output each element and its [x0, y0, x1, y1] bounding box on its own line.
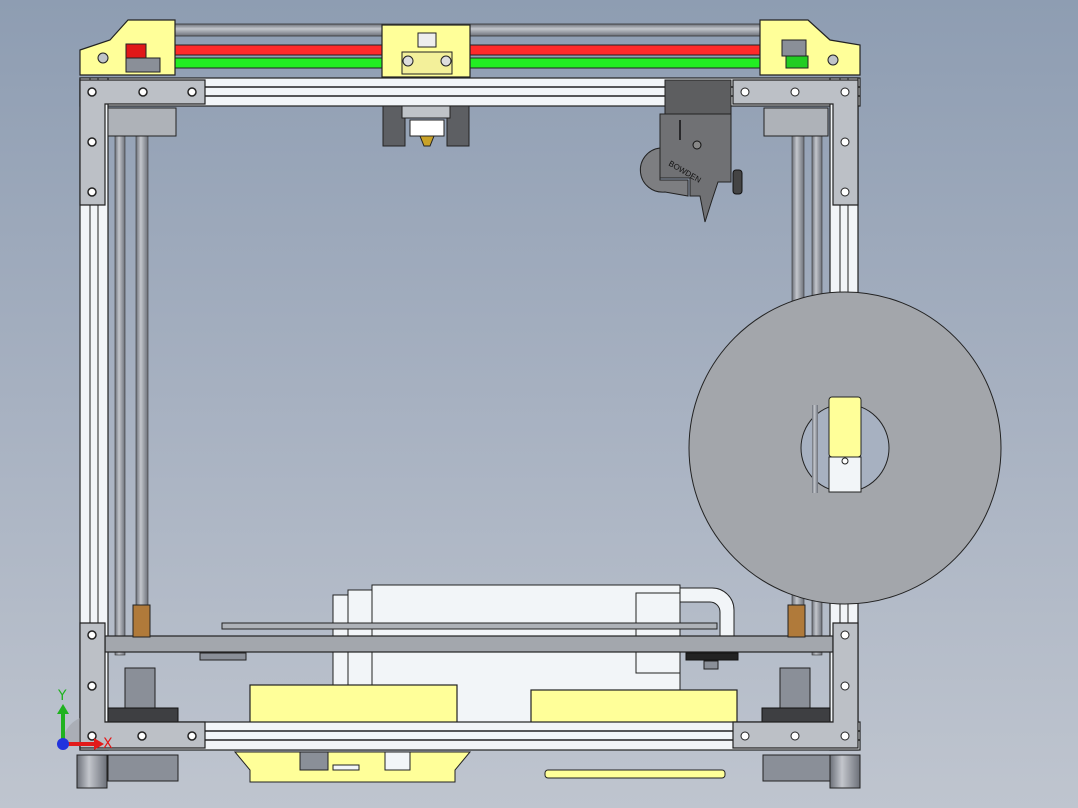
- bracket-bottom-left: [79, 622, 206, 749]
- z-axis-dot: [57, 738, 69, 750]
- right-corner-idler: [759, 19, 861, 76]
- left-corner-idler: [79, 19, 176, 76]
- x-axis-label: X: [103, 736, 113, 752]
- bottom-motors-and-feet: [76, 751, 861, 789]
- z-bushings: [132, 604, 806, 638]
- bracket-top-left: [79, 79, 206, 206]
- filament-spool: [688, 291, 1002, 605]
- y-axis-label: Y: [57, 688, 67, 704]
- hotend: [382, 105, 470, 147]
- bracket-top-right: [732, 79, 859, 206]
- bowden-extruder: BOWDEN: [639, 79, 743, 223]
- bracket-bottom-right: [732, 622, 859, 749]
- x-carriage: [381, 24, 471, 78]
- frame-bottom-extrusion: [79, 721, 861, 751]
- coordinate-triad: Y X: [57, 688, 113, 752]
- z-rods-left: [107, 107, 177, 656]
- z-couplers: [107, 667, 831, 723]
